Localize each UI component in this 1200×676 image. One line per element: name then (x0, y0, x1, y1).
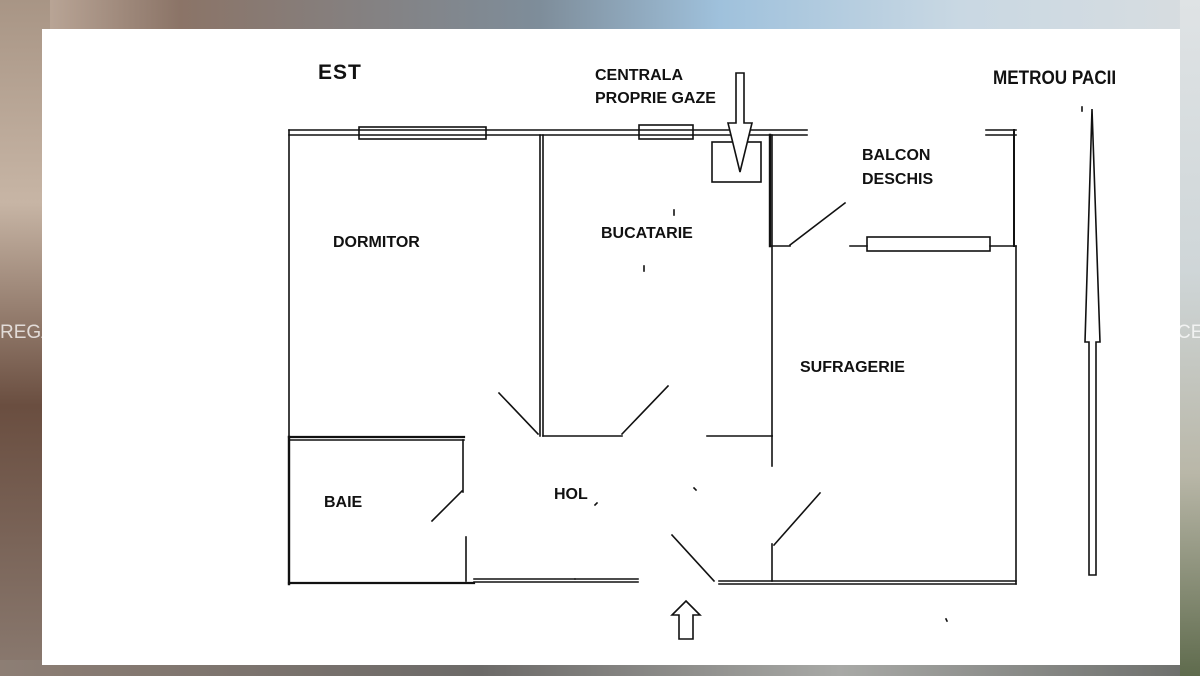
door-balcon (788, 201, 847, 247)
metrou-direction-arrow (1084, 108, 1101, 576)
metrou-label: METROU PACII (993, 68, 1117, 89)
room-bucatarie-label: BUCATARIE (601, 225, 693, 242)
watermark-left: REGA (0, 322, 54, 343)
room-baie-label: BAIE (324, 494, 363, 511)
room-hol-label: HOL (554, 486, 588, 503)
balcon-label-line2: DESCHIS (862, 171, 934, 188)
background-photo-left (0, 0, 50, 676)
door-baie (430, 489, 464, 523)
background-photo-right (1180, 0, 1200, 676)
compass-east-label: EST (318, 61, 362, 84)
door-sufragerie (772, 491, 822, 547)
centrala-label-line2: PROPRIE GAZE (595, 90, 716, 107)
balcon-label-line1: BALCON (862, 147, 931, 164)
floor-plan-sheet: EST CENTRALA PROPRIE GAZE METROU PACII B… (42, 29, 1180, 665)
door-bucatarie (620, 384, 670, 436)
floor-plan-drawing (287, 72, 1101, 640)
room-dormitor-label: DORMITOR (333, 234, 420, 251)
top-exterior-wall (288, 129, 1017, 136)
watermark-right: CE (1177, 322, 1200, 343)
window-dormitor (358, 126, 487, 140)
centrala-label-line1: CENTRALA (595, 67, 683, 84)
door-dormitor (497, 391, 540, 436)
gas-boiler-arrow (726, 72, 754, 173)
door-entrance (670, 533, 716, 583)
window-bucatarie (638, 124, 694, 140)
window-balcon (866, 236, 991, 252)
entrance-arrow (670, 599, 702, 640)
room-sufragerie-label: SUFRAGERIE (800, 359, 905, 376)
